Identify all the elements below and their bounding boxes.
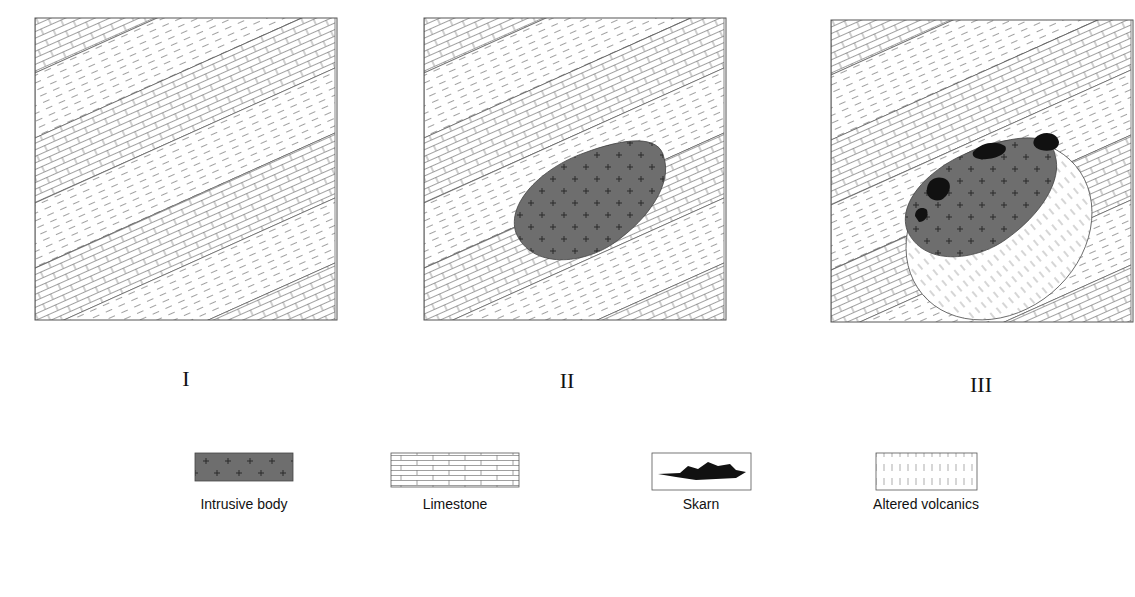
skarn-sample xyxy=(652,453,751,490)
panel-label: II xyxy=(560,368,575,394)
panel-label: I xyxy=(182,366,189,392)
legend-text: Limestone xyxy=(423,496,488,512)
legend-text: Intrusive body xyxy=(200,496,287,512)
intrusive-sample xyxy=(195,453,293,481)
volcanics-sample xyxy=(876,453,977,490)
legend-text: Skarn xyxy=(683,496,720,512)
limestone-sample xyxy=(391,453,519,487)
panel-label: III xyxy=(970,372,992,398)
legend-text: Altered volcanics xyxy=(873,496,979,512)
